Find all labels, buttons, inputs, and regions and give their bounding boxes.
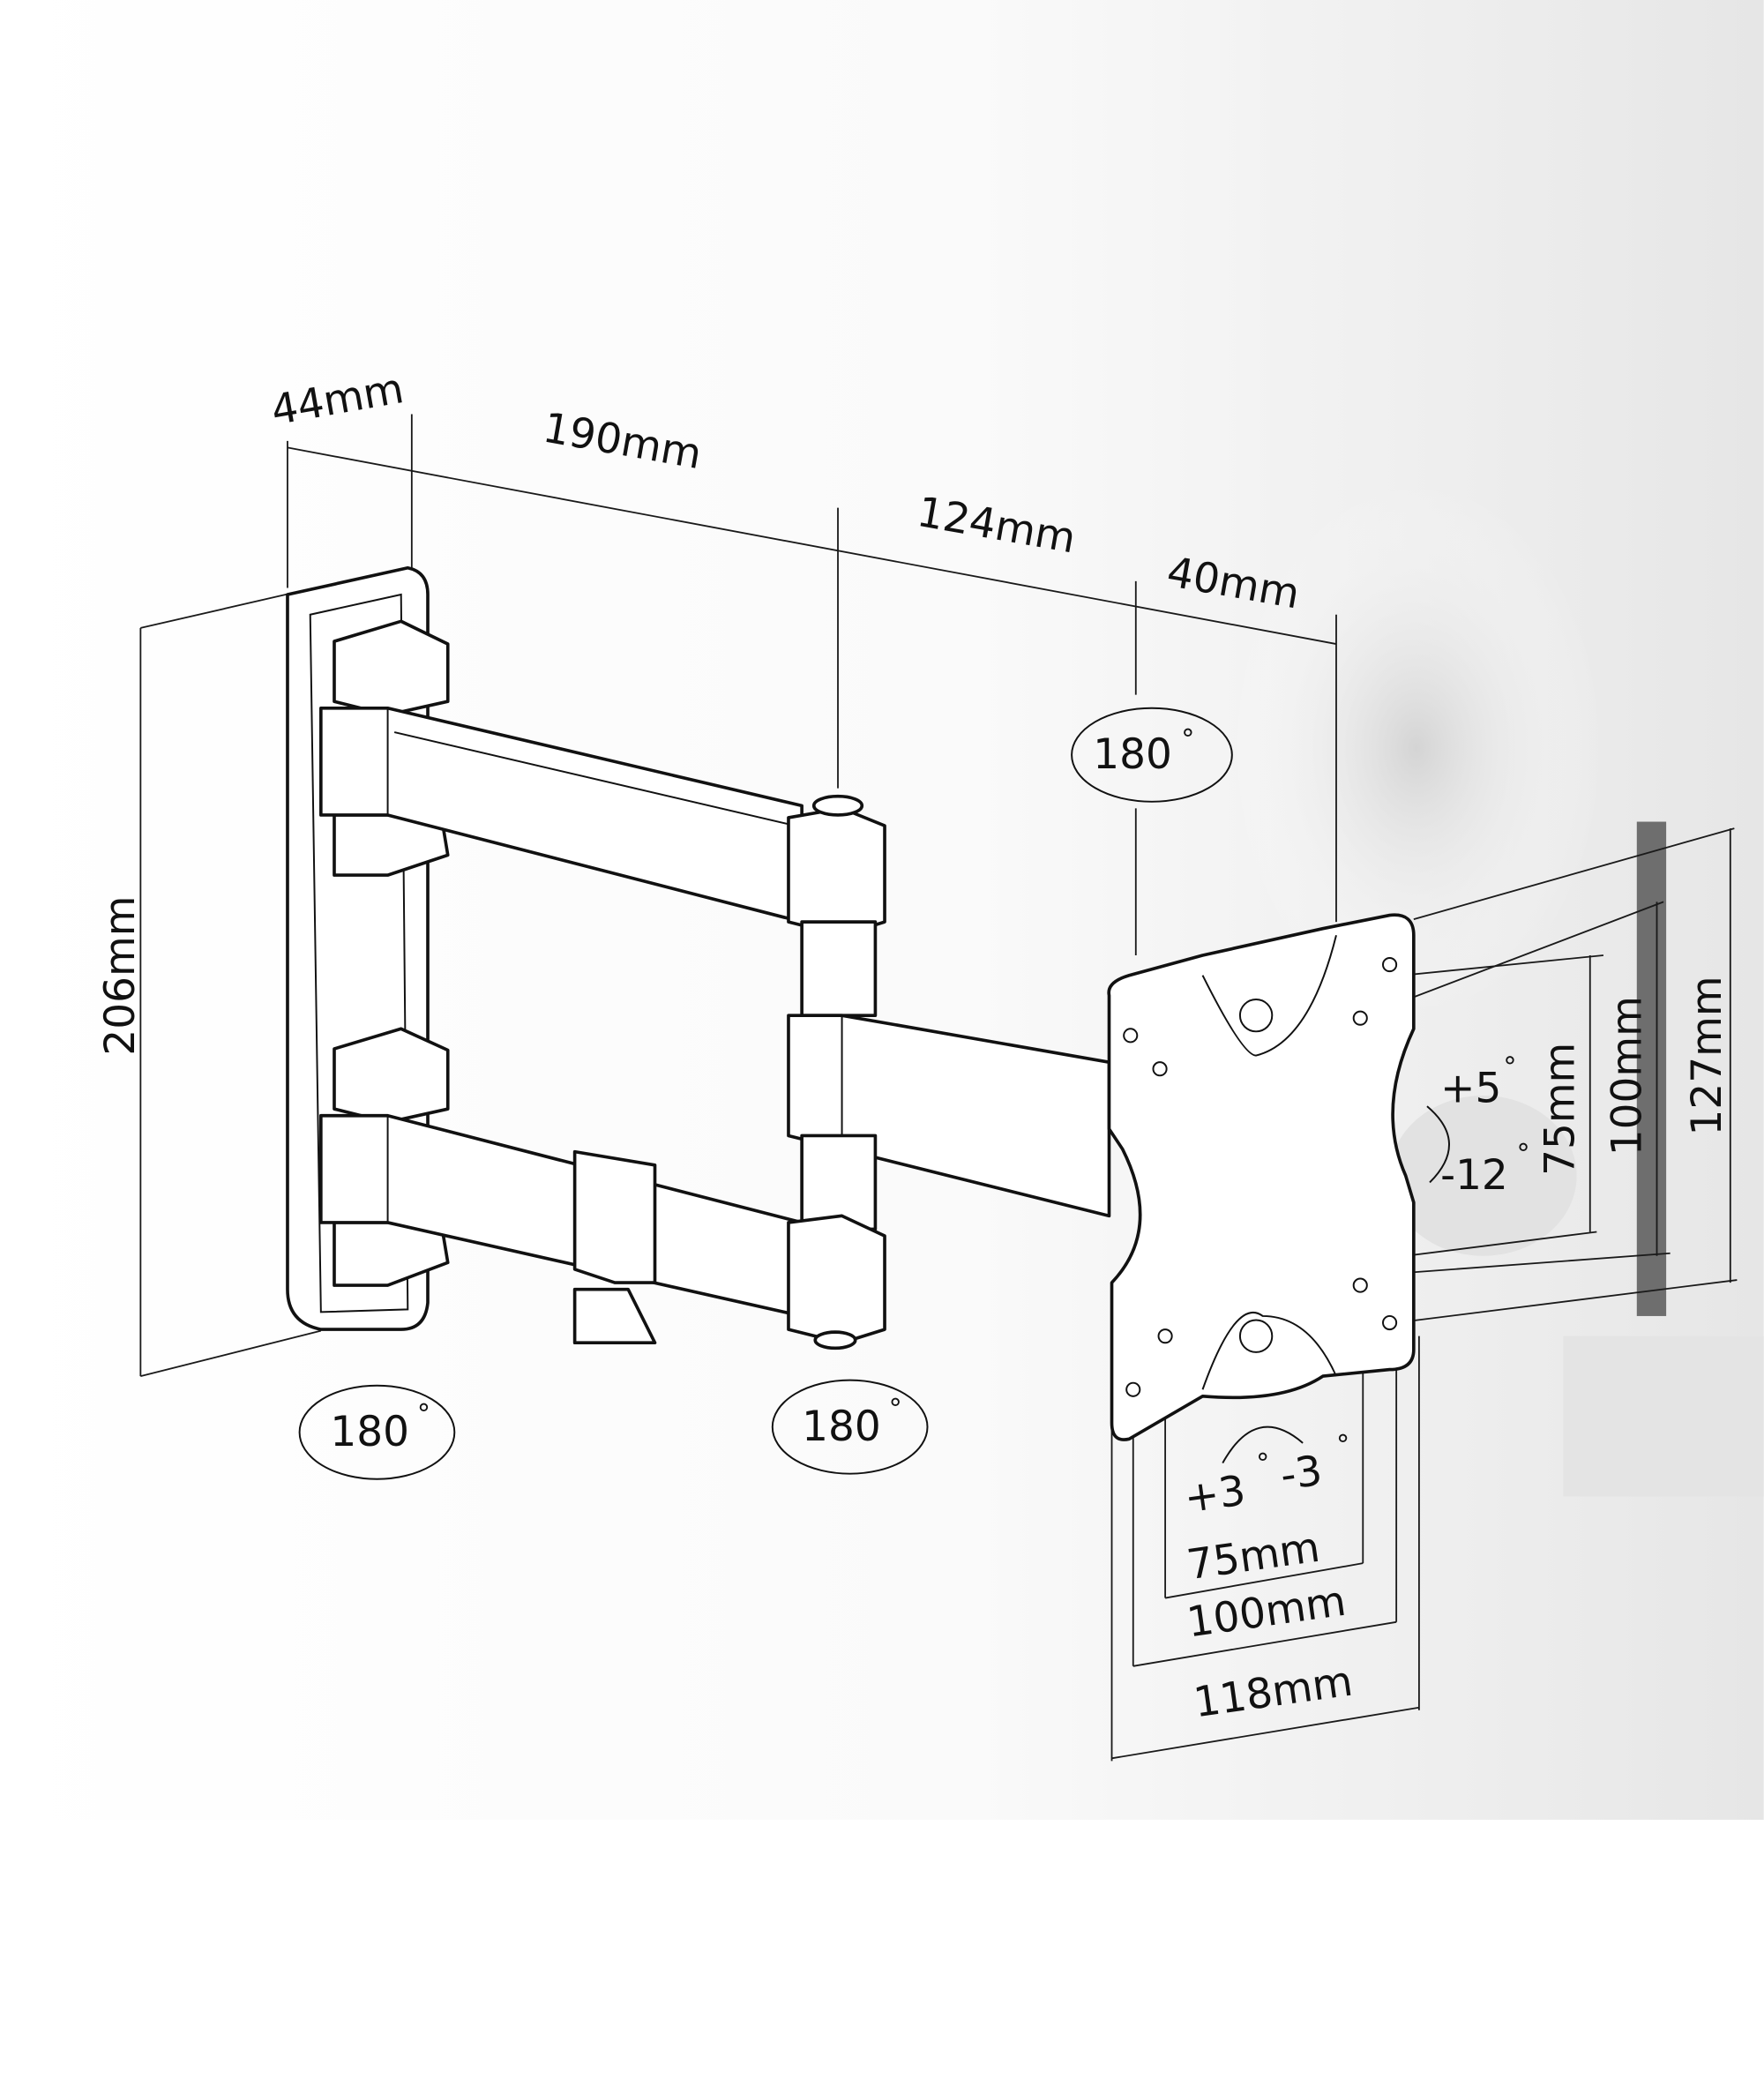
degree-symbol: °	[1256, 1448, 1269, 1479]
pole	[1636, 821, 1667, 1316]
mounting-holes	[1123, 957, 1398, 1397]
dim-75mm-vertical: 75mm	[1536, 1043, 1585, 1176]
degree-symbol: °	[889, 1394, 902, 1425]
rotation-arrows	[298, 707, 1450, 1480]
rotate-minus-label: -3	[1277, 1447, 1325, 1500]
upper-arm	[319, 706, 886, 1017]
elbow-swivel-label: 180	[802, 1403, 881, 1451]
dim-206mm: 206mm	[96, 896, 145, 1056]
tilt-up-label: +5	[1440, 1065, 1501, 1113]
tilt-down-label: -12	[1440, 1151, 1508, 1200]
degree-symbol: °	[1181, 724, 1194, 755]
head-swivel-label: 180	[1093, 730, 1172, 779]
degree-symbol: °	[1516, 1139, 1529, 1170]
middle-arm	[787, 1014, 1111, 1231]
vesa-plate	[1107, 913, 1416, 1441]
rotate-plus-label: +3	[1181, 1466, 1248, 1523]
degree-symbol: °	[1336, 1430, 1349, 1461]
degree-symbol: °	[1503, 1051, 1516, 1082]
dim-100mm-vertical: 100mm	[1603, 996, 1651, 1156]
wall-swivel-label: 180	[330, 1408, 409, 1456]
dim-127mm: 127mm	[1683, 976, 1731, 1135]
degree-symbol: °	[417, 1399, 430, 1430]
lower-arm	[319, 1113, 886, 1351]
